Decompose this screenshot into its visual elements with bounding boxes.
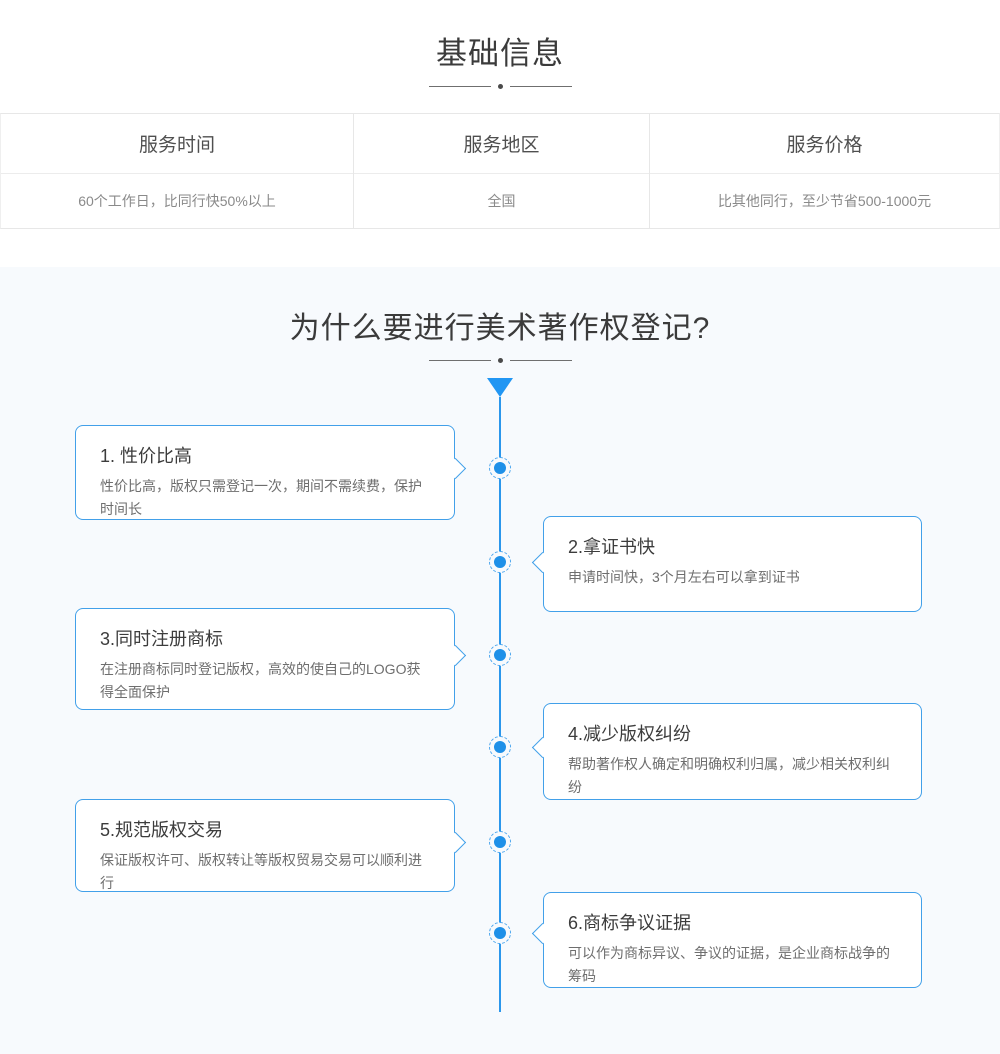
page-title: 基础信息 [436,36,564,71]
column-value: 60个工作日，比同行快50%以上 [78,193,276,209]
table-column-price: 服务价格 比其他同行，至少节省500-1000元 [649,114,999,228]
timeline-node-4 [489,736,511,758]
timeline-card-2: 2.拿证书快 申请时间快，3个月左右可以拿到证书 [531,516,922,612]
timeline-node-6 [489,922,511,944]
timeline-node-1 [489,457,511,479]
card-title: 3.同时注册商标 [100,629,224,649]
section-title: 为什么要进行美术著作权登记? [289,312,711,345]
title-divider [0,357,1000,363]
card-description: 申请时间快，3个月左右可以拿到证书 [568,569,800,585]
column-value: 比其他同行，至少节省500-1000元 [717,193,932,209]
divider-line-right [509,359,572,361]
column-value: 全国 [487,193,516,209]
card-title: 2.拿证书快 [568,537,656,557]
timeline-node-5 [489,831,511,853]
node-dot-icon [494,927,506,939]
divider-line-right [509,85,572,87]
card-description: 保证版权许可、版权转让等版权贸易交易可以顺利进行 [100,852,422,892]
card-title: 1. 性价比高 [100,446,193,466]
card-description: 帮助著作权人确定和明确权利归属，减少相关权利纠纷 [568,756,890,796]
node-dot-icon [494,462,506,474]
card-title: 5.规范版权交易 [100,820,224,840]
title-divider [0,83,1000,89]
timeline-card-5: 5.规范版权交易 保证版权许可、版权转让等版权贸易交易可以顺利进行 [75,799,467,892]
timeline-card-3: 3.同时注册商标 在注册商标同时登记版权，高效的使自己的LOGO获得全面保护 [75,608,467,710]
card-description: 在注册商标同时登记版权，高效的使自己的LOGO获得全面保护 [100,661,421,701]
card-title: 4.减少版权纠纷 [568,724,692,744]
divider-line-left [428,85,491,87]
service-info-table: 服务时间 60个工作日，比同行快50%以上 服务地区 全国 服务价格 比其他同行… [0,113,1000,229]
card-pointer-icon [531,551,554,574]
card-pointer-icon [531,922,554,945]
divider-dot [497,83,503,89]
table-column-region: 服务地区 全国 [353,114,649,228]
node-dot-icon [494,649,506,661]
node-dot-icon [494,741,506,753]
timeline-card-6: 6.商标争议证据 可以作为商标异议、争议的证据，是企业商标战争的筹码 [531,892,922,988]
table-column-time: 服务时间 60个工作日，比同行快50%以上 [1,114,353,228]
divider-line-left [428,359,491,361]
timeline-node-2 [489,551,511,573]
basic-info-section: 基础信息 服务时间 60个工作日，比同行快50%以上 服务地区 全国 服务价格 … [0,0,1000,229]
node-dot-icon [494,556,506,568]
timeline-node-3 [489,644,511,666]
card-pointer-icon [444,457,467,480]
card-pointer-icon [444,644,467,667]
card-description: 性价比高，版权只需登记一次，期间不需续费，保护时间长 [100,478,422,518]
timeline-card-4: 4.减少版权纠纷 帮助著作权人确定和明确权利归属，减少相关权利纠纷 [531,703,922,800]
card-title: 6.商标争议证据 [568,913,692,933]
timeline-card-1: 1. 性价比高 性价比高，版权只需登记一次，期间不需续费，保护时间长 [75,425,467,520]
column-header: 服务地区 [354,114,649,174]
why-register-section: 为什么要进行美术著作权登记? 1. 性价比高 性价比高，版权只需登记一次，期间不… [0,267,1000,1054]
timeline-vertical-line [499,397,501,1012]
timeline-start-arrow-icon [487,378,513,397]
column-header: 服务时间 [1,114,353,174]
divider-dot [497,357,503,363]
card-pointer-icon [531,736,554,759]
card-pointer-icon [444,831,467,854]
card-description: 可以作为商标异议、争议的证据，是企业商标战争的筹码 [568,945,890,985]
column-header: 服务价格 [650,114,999,174]
node-dot-icon [494,836,506,848]
